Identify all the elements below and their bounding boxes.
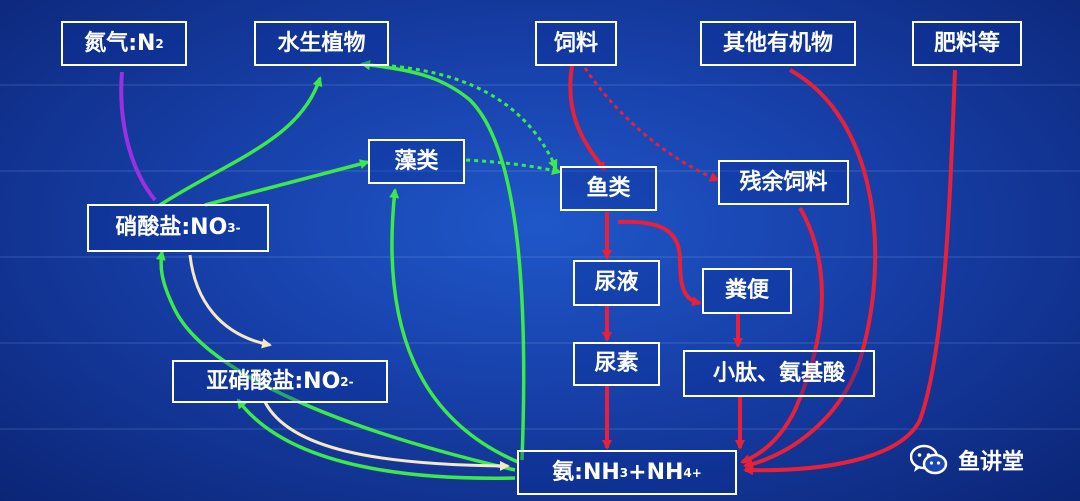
- node-nitrite-sup: -: [348, 374, 354, 389]
- arrow-nitrogen-nitrate: [119, 71, 157, 202]
- node-ammonia-sub1: 3: [619, 465, 629, 480]
- node-urine-label: 尿液: [594, 270, 639, 295]
- node-residual-feed-label: 残余饲料: [739, 169, 828, 195]
- node-nitrate-sup: -: [235, 221, 241, 235]
- node-nitrite-label: 亚硝酸盐:NO: [206, 368, 341, 394]
- node-fish-label: 鱼类: [586, 175, 631, 201]
- arrow-other-organics-ammonia: [743, 68, 878, 469]
- arrow-nitrate-aquatic-plants: [159, 76, 323, 207]
- node-urea: 尿素: [573, 342, 660, 386]
- node-residual-feed: 残余饲料: [718, 160, 849, 205]
- arrow-nitrite-ammonia: [263, 401, 510, 471]
- node-nitrate-sub: 3: [227, 221, 236, 235]
- arrow-ammonia-nitrite: [236, 398, 516, 480]
- node-other-organics-label: 其他有机物: [722, 30, 833, 56]
- node-aquatic-plants: 水生植物: [254, 21, 389, 66]
- node-ammonia-sub2: 4: [683, 465, 692, 480]
- node-algae-label: 藻类: [394, 148, 439, 174]
- node-feces: 粪便: [702, 268, 792, 314]
- arrow-algae-fish-dashed: [465, 158, 562, 176]
- node-feed: 饲料: [535, 21, 617, 66]
- watermark-text: 鱼讲堂: [958, 450, 1025, 475]
- wechat-icon: [910, 444, 948, 475]
- node-feed-label: 饲料: [553, 30, 598, 56]
- arrow-nitrate-algae: [204, 159, 370, 207]
- arrow-feed-fish: [568, 65, 607, 172]
- node-feces-label: 粪便: [724, 278, 769, 303]
- node-algae: 藻类: [368, 139, 465, 184]
- arrow-fish-feces: [617, 219, 702, 307]
- arrow-nitrate-nitrite: [188, 254, 272, 349]
- node-nitrogen-sub: 2: [155, 36, 164, 51]
- node-urea-label: 尿素: [594, 351, 639, 376]
- watermark: 鱼讲堂: [910, 440, 1070, 480]
- node-nitrogen-label: 氮气:N: [84, 30, 156, 56]
- node-ammonia-label: 氨:NH: [552, 459, 620, 485]
- node-peptides: 小肽、氨基酸: [683, 350, 875, 397]
- node-ammonia-sup: +: [691, 465, 702, 480]
- node-peptides-label: 小肽、氨基酸: [712, 360, 845, 386]
- node-urine: 尿液: [573, 260, 660, 306]
- node-fertilizer-label: 肥料等: [933, 30, 1000, 56]
- node-fish: 鱼类: [560, 166, 657, 211]
- node-nitrate-label: 硝酸盐:NO: [115, 215, 228, 240]
- node-fertilizer: 肥料等: [912, 21, 1022, 66]
- node-other-organics: 其他有机物: [700, 21, 856, 66]
- node-aquatic-plants-label: 水生植物: [277, 30, 366, 56]
- node-nitrite-sub: 2: [340, 374, 349, 389]
- arrow-feed-residual-feed-dashed: [583, 67, 720, 182]
- arrow-ammonia-algae: [389, 188, 519, 464]
- arrow-fertilizer-ammonia: [743, 69, 957, 476]
- arrow-residual-feed-ammonia: [740, 207, 824, 464]
- node-ammonia-mid: +NH: [628, 459, 684, 485]
- arrow-ammonia-aquatic-plants: [360, 60, 526, 461]
- arrow-ammonia-nitrate: [155, 250, 516, 472]
